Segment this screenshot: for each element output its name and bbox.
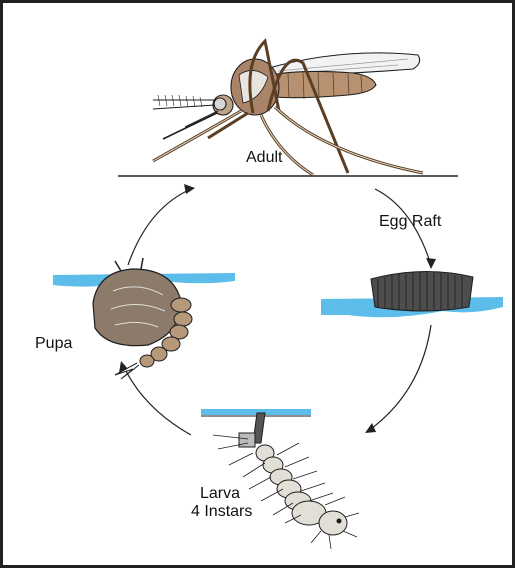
adult-mosquito (153, 41, 423, 175)
arrow-larva-to-pupa (123, 365, 191, 435)
mosquito-proboscis (163, 113, 217, 139)
larva-tail (239, 433, 255, 447)
label-egg-raft: Egg Raft (379, 213, 441, 231)
label-adult: Adult (246, 149, 282, 167)
diagram-drawing (3, 3, 515, 571)
larva-illustration (201, 409, 359, 549)
mosquito-antenna (153, 100, 216, 109)
mosquito-abdomen (271, 71, 376, 97)
egg-raft (371, 271, 473, 311)
water-surface (201, 409, 311, 415)
pupa-cephalothorax (93, 269, 181, 346)
label-larva-instars: 4 Instars (191, 503, 252, 521)
arrow-egg-to-larva (368, 325, 431, 431)
larva-head (319, 511, 347, 535)
egg-raft-illustration (321, 271, 503, 317)
arrow-pupa-to-adult (128, 189, 191, 265)
arrowhead-egg (426, 258, 436, 269)
label-pupa: Pupa (35, 335, 72, 353)
label-larva: Larva (200, 485, 240, 503)
pupa-paddles (115, 363, 139, 379)
pupa-illustration (53, 258, 235, 379)
arrowhead-larva (365, 423, 376, 433)
larva-body (256, 445, 347, 535)
arrowhead-adult (184, 184, 195, 194)
